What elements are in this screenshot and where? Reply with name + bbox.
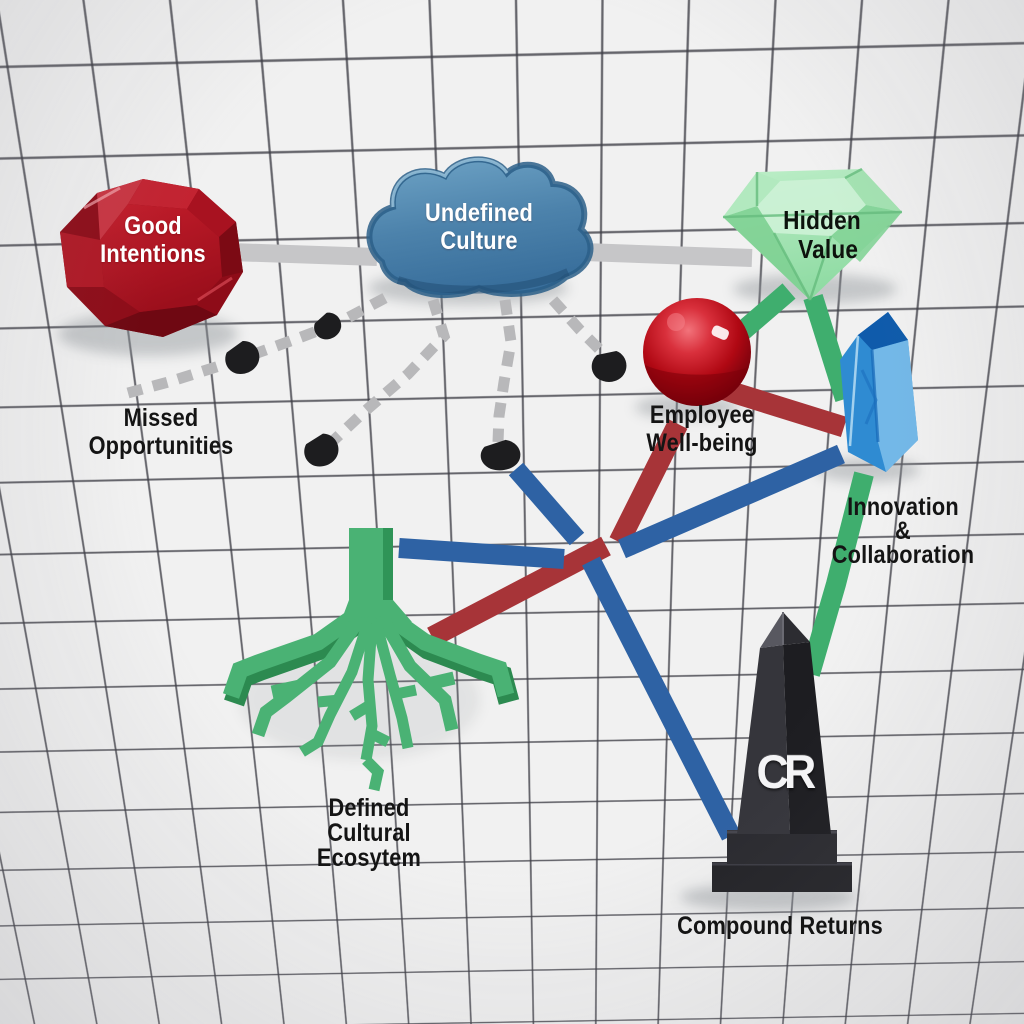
line-innovation-compound xyxy=(800,471,874,677)
node-employee-wellbeing xyxy=(643,298,751,406)
label-defined-cultural-ecosystem-line2: Cultural xyxy=(327,819,411,847)
label-defined-cultural-ecosystem-line1: Defined xyxy=(328,794,410,822)
node-hidden-value xyxy=(722,167,903,301)
label-missed-opportunities-line2: Opportunities xyxy=(88,432,234,460)
drip-trail-4 xyxy=(548,296,606,356)
bar-goodintentions-cloud xyxy=(230,243,378,266)
gray-connectors xyxy=(230,243,753,267)
node-good-intentions xyxy=(60,179,243,337)
label-compound-returns-line1: Compound Returns xyxy=(677,912,883,940)
label-undefined-culture: Undefined Culture xyxy=(425,199,533,255)
droplet-icon xyxy=(480,439,521,472)
drip-trail-3 xyxy=(492,299,517,443)
node-undefined-culture xyxy=(366,156,594,299)
label-hidden-value: Hidden Value xyxy=(783,205,861,265)
label-good-intentions: Good Intentions xyxy=(100,212,206,268)
label-undefined-culture-line1: Undefined xyxy=(425,199,533,227)
label-good-intentions-line1: Good xyxy=(124,212,182,240)
line-ecosystem-hub-blue xyxy=(398,538,565,569)
label-innovation-collaboration-line2: & xyxy=(895,516,911,545)
obelisk-cr-monogram: CR xyxy=(756,745,817,798)
node-defined-cultural-ecosystem xyxy=(222,528,520,792)
label-hidden-value-line2: Value xyxy=(798,234,859,265)
droplets xyxy=(222,309,630,472)
line-wellbeing-innovation xyxy=(718,378,848,438)
line-wellbeing-hub xyxy=(609,419,688,547)
node-innovation-collaboration xyxy=(840,312,918,472)
label-employee-wellbeing-line2: Well-being xyxy=(646,429,758,457)
line-hub-compound-blue xyxy=(582,556,740,841)
label-employee-wellbeing-line1: Employee xyxy=(649,401,755,429)
label-compound-returns: Compound Returns xyxy=(677,912,883,940)
label-defined-cultural-ecosystem-line3: Ecosytem xyxy=(316,844,422,872)
bar-cloud-hiddenvalue xyxy=(583,243,753,267)
label-missed-opportunities: Missed Opportunities xyxy=(89,404,234,460)
line-hub-innovation-blue xyxy=(618,444,845,559)
node-compound-returns xyxy=(712,612,852,892)
line-hub-ecosystem-red xyxy=(427,536,611,647)
label-defined-cultural-ecosystem: Defined Cultural Ecosytem xyxy=(317,796,421,871)
label-hidden-value-line1: Hidden xyxy=(783,205,861,235)
line-hub-upper-blue xyxy=(508,462,585,546)
drip-trail-2 xyxy=(330,298,451,445)
label-innovation-collaboration: Innovation & Collaboration xyxy=(831,493,975,569)
droplet-icon xyxy=(310,309,345,343)
label-missed-opportunities-line1: Missed xyxy=(123,404,199,432)
label-innovation-collaboration-line1: Innovation xyxy=(847,493,959,521)
label-employee-wellbeing: Employee Well-being xyxy=(646,401,757,457)
label-undefined-culture-line2: Culture xyxy=(440,227,518,255)
label-good-intentions-line2: Intentions xyxy=(100,240,206,268)
line-hiddenvalue-innovation xyxy=(803,294,855,402)
label-innovation-collaboration-line3: Collaboration xyxy=(831,540,975,569)
